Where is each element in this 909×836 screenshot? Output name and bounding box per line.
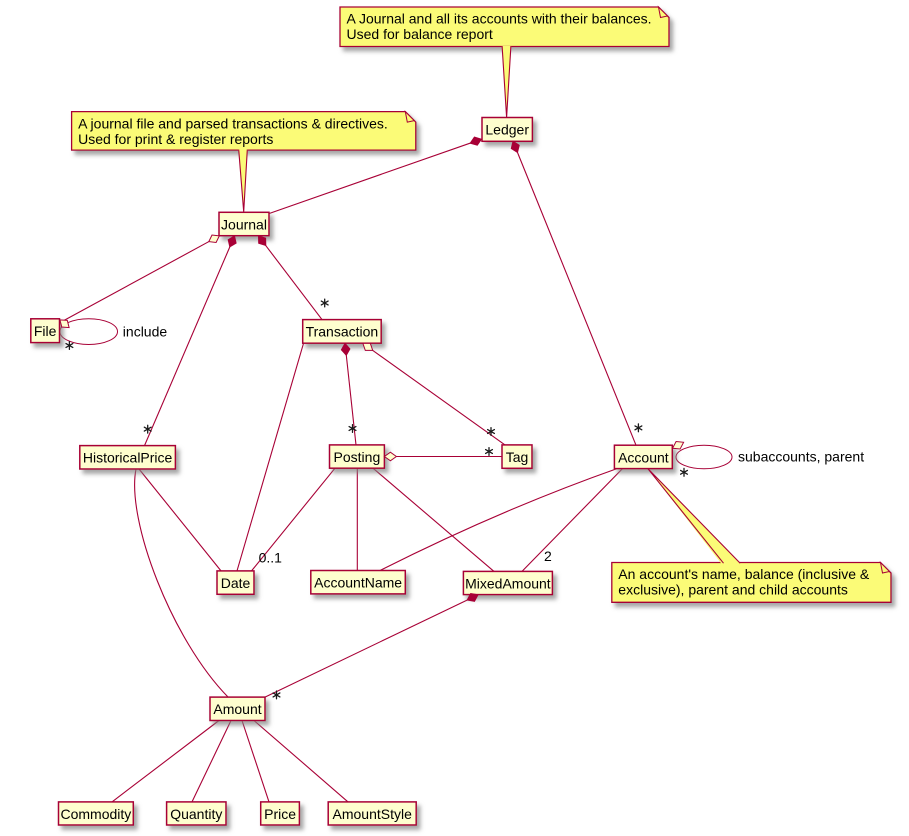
- svg-text:AmountStyle: AmountStyle: [333, 806, 413, 822]
- svg-text:MixedAmount: MixedAmount: [465, 576, 551, 592]
- svg-text:AccountName: AccountName: [314, 575, 402, 591]
- svg-text:include: include: [123, 324, 168, 340]
- svg-text:exclusive), parent and child a: exclusive), parent and child accounts: [618, 582, 848, 598]
- svg-text:0..1: 0..1: [259, 550, 283, 566]
- svg-text:A journal file and parsed tran: A journal file and parsed transactions &…: [78, 115, 388, 131]
- svg-text:Commodity: Commodity: [61, 806, 132, 822]
- svg-text:Price: Price: [264, 806, 296, 822]
- svg-text:Date: Date: [221, 575, 251, 591]
- svg-text:subaccounts, parent: subaccounts, parent: [738, 449, 864, 465]
- svg-text:Used for print & register repo: Used for print & register reports: [78, 131, 273, 147]
- svg-text:Quantity: Quantity: [170, 806, 222, 822]
- svg-text:An account's name, balance (in: An account's name, balance (inclusive &: [618, 566, 870, 582]
- svg-text:A Journal and all its accounts: A Journal and all its accounts with thei…: [347, 11, 652, 27]
- svg-text:Transaction: Transaction: [306, 324, 379, 340]
- svg-text:Posting: Posting: [334, 449, 381, 465]
- svg-text:Amount: Amount: [213, 701, 261, 717]
- svg-text:2: 2: [544, 548, 552, 564]
- svg-text:Ledger: Ledger: [485, 122, 529, 138]
- svg-text:HistoricalPrice: HistoricalPrice: [83, 450, 173, 466]
- svg-text:Account: Account: [618, 449, 669, 465]
- svg-text:Journal: Journal: [221, 216, 267, 232]
- svg-text:Tag: Tag: [506, 449, 529, 465]
- svg-text:File: File: [34, 323, 57, 339]
- svg-text:Used for balance report: Used for balance report: [347, 26, 493, 42]
